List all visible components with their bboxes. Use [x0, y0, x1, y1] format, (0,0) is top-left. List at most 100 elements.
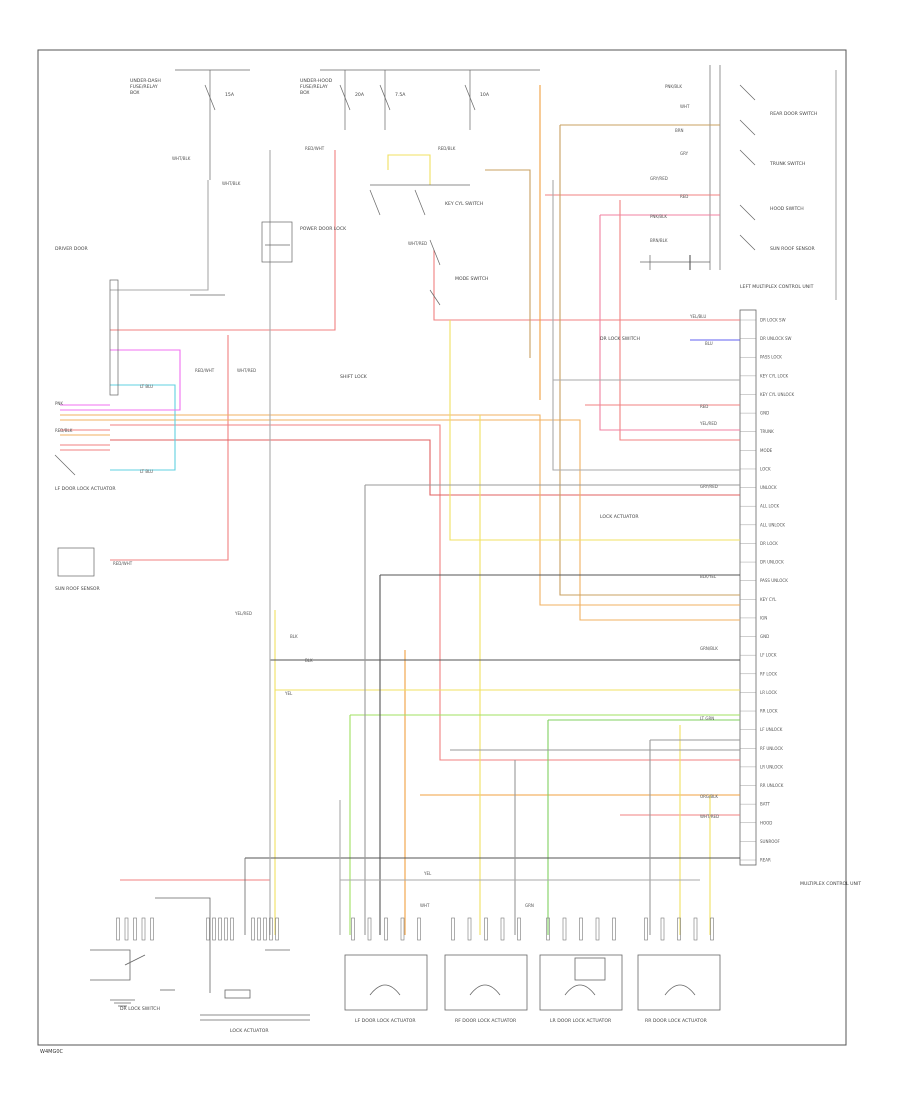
connector-pin — [150, 917, 154, 941]
svg-text:LT BLU: LT BLU — [140, 469, 153, 474]
svg-text:FUSE/RELAY: FUSE/RELAY — [300, 84, 328, 90]
svg-text:BLU: BLU — [705, 341, 713, 346]
power-door-lock-label: POWER DOOR LOCK — [300, 226, 347, 232]
lock-actuator-label: LOCK ACTUATOR — [600, 514, 639, 520]
mcu-pin-label: MODE — [760, 448, 773, 453]
connector-pin — [467, 917, 472, 941]
connector-pin — [546, 917, 550, 941]
mcu-pin-label: KEY CYL UNLOCK — [760, 392, 794, 397]
svg-text:PNK/BLK: PNK/BLK — [665, 84, 682, 89]
mcu-pin-label: RR UNLOCK — [760, 783, 784, 788]
right-switch-labels: REAR DOOR SWITCH TRUNK SWITCH HOOD SWITC… — [740, 111, 817, 290]
mcu-pin-label: ALL UNLOCK — [760, 522, 785, 527]
bottom-actuators — [344, 954, 721, 1011]
hood-switch-label: HOOD SWITCH — [770, 206, 804, 212]
svg-text:RED: RED — [700, 404, 708, 409]
wire-brown-2 — [559, 125, 740, 596]
svg-text:10A: 10A — [480, 92, 490, 98]
mcu-pin-label: PASS LOCK — [760, 355, 782, 360]
connector-pin — [644, 917, 648, 941]
mcu-pin-label: ALL LOCK — [760, 504, 779, 509]
connector-pin — [400, 917, 405, 941]
mcu-pin-label: RF LOCK — [760, 671, 777, 676]
svg-text:15A: 15A — [225, 92, 235, 98]
mcu-pin-label: KEY CYL LOCK — [760, 373, 789, 378]
mcu-pin-label: HOOD — [760, 820, 772, 825]
svg-text:YEL/RED: YEL/RED — [699, 421, 717, 426]
connector-pin — [384, 917, 388, 941]
diagram-frame — [37, 49, 847, 1046]
rear-door-switch-label: REAR DOOR SWITCH — [770, 111, 817, 117]
svg-text:UNDER-HOOD: UNDER-HOOD — [300, 78, 333, 84]
connector-pin — [517, 917, 521, 941]
mcu-pin-label: DR LOCK SW — [760, 318, 786, 323]
wires — [60, 85, 740, 935]
mcu-pin-label: LOCK — [760, 466, 771, 471]
mcu-pin-label: UNLOCK — [760, 485, 777, 490]
wire-red-1 — [110, 335, 229, 561]
rf-actuator-label: RF DOOR LOCK ACTUATOR — [455, 1018, 517, 1024]
wire-yellow-1 — [387, 154, 431, 185]
wire-gray-7 — [110, 180, 209, 291]
mcu-pin-label: REAR — [760, 858, 771, 863]
connector-pin — [579, 917, 583, 941]
connector-pin — [116, 917, 120, 941]
connector-pin — [257, 917, 261, 941]
wire-pink-3 — [599, 215, 740, 431]
connector-pin — [693, 917, 698, 941]
mcu-pin-label: PASS UNLOCK — [760, 578, 788, 583]
mcu-pin-label: GND — [760, 634, 769, 639]
svg-text:WHT/BLK: WHT/BLK — [172, 156, 191, 161]
connector-pin — [710, 917, 714, 941]
connector-pin — [212, 917, 216, 941]
connector-pin — [612, 917, 616, 941]
svg-text:BRN/BLK: BRN/BLK — [650, 238, 668, 243]
dr-lock-switch-label: DR LOCK SWITCH — [600, 336, 640, 342]
svg-text:RED/WHT: RED/WHT — [195, 368, 215, 373]
mcu-pin-label: IGN — [760, 615, 767, 620]
svg-text:RED/BLK: RED/BLK — [438, 146, 456, 151]
left-components — [54, 279, 225, 577]
svg-text:PNK/BLK: PNK/BLK — [650, 214, 667, 219]
trunk-switch-label: TRUNK SWITCH — [769, 161, 805, 167]
center-relays — [261, 184, 470, 306]
svg-text:BOX: BOX — [130, 90, 140, 96]
footer-code: W4MG0C — [40, 1049, 63, 1055]
lf-actuator-label: LF DOOR LOCK ACTUATOR — [355, 1018, 416, 1024]
connector-pin — [484, 917, 488, 941]
mcu-pin-label: RF UNLOCK — [760, 746, 783, 751]
sunroof-sensor-left-label: SUN ROOF SENSOR — [55, 586, 100, 592]
mcu-pin-label: DR UNLOCK SW — [760, 336, 792, 341]
connector-pin — [595, 917, 600, 941]
svg-text:GRY/RED: GRY/RED — [700, 484, 718, 489]
door-switch-label: DR LOCK SWITCH — [120, 1006, 160, 1012]
mcu-pin-label: LR LOCK — [760, 690, 777, 695]
mcu-connector — [739, 309, 757, 866]
connector-pin — [251, 917, 255, 941]
mcu-pin-label: GND — [760, 411, 769, 416]
mcu-pin-label: LR UNLOCK — [760, 764, 783, 769]
connector-pin — [263, 917, 267, 941]
left-wire-stubs — [60, 404, 110, 451]
mcu-pin-label: LF LOCK — [760, 653, 777, 658]
svg-text:LT BLU: LT BLU — [140, 384, 153, 389]
wire-labels: WHT/BLK WHT/BLK RED/WHT RED/BLK WHT/RED … — [55, 84, 719, 908]
connector-pin — [133, 917, 137, 941]
svg-text:BLK/YEL: BLK/YEL — [700, 574, 717, 579]
wire-gray-12 — [552, 180, 740, 471]
connector-pin — [206, 917, 210, 941]
wire-pink-1 — [60, 349, 181, 411]
svg-text:YEL: YEL — [284, 691, 293, 696]
mode-switch-label: MODE SWITCH — [455, 276, 489, 282]
svg-text:BRN: BRN — [675, 128, 684, 133]
svg-text:WHT/RED: WHT/RED — [700, 814, 719, 819]
svg-text:ORG/BLK: ORG/BLK — [700, 794, 718, 799]
svg-text:YEL: YEL — [423, 871, 432, 876]
wire-red-10 — [110, 439, 740, 496]
left-labels: DRIVER DOOR LF DOOR LOCK ACTUATOR SUN RO… — [55, 246, 116, 592]
svg-text:BLK: BLK — [290, 634, 298, 639]
svg-text:LT GRN: LT GRN — [700, 716, 714, 721]
left-multiplex-label: LEFT MULTIPLEX CONTROL UNIT — [740, 284, 814, 290]
ground-symbols — [110, 949, 290, 1007]
svg-text:YEL/BLU: YEL/BLU — [689, 314, 706, 319]
